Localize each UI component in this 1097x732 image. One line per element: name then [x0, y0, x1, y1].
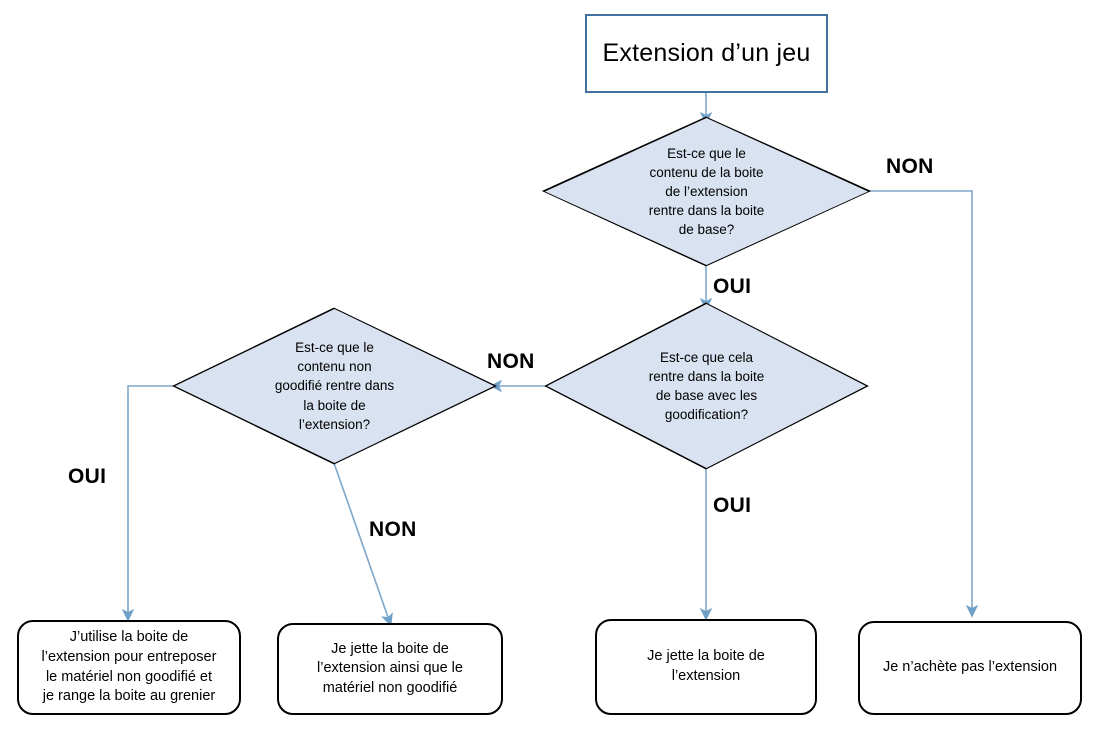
terminal-node-4[interactable]: Je n’achète pas l’extension	[858, 621, 1082, 715]
decision-node-3[interactable]: Est-ce que le contenu non goodifié rentr…	[175, 309, 494, 463]
edge-label-oui-d2-t3: OUI	[713, 494, 752, 517]
edge-label-non-d3-t2: NON	[369, 518, 417, 541]
decision-3-label: Est-ce que le contenu non goodifié rentr…	[274, 340, 395, 432]
terminal-node-1[interactable]: J’utilise la boite de l’extension pour e…	[17, 620, 241, 715]
edge-d1-non-to-t4	[868, 190, 979, 618]
decision-1-label: Est-ce que le contenu de la boite de l’e…	[648, 145, 765, 238]
terminal-2-label: Je jette la boite de l’extension ainsi q…	[317, 640, 463, 696]
terminal-1-label: J’utilise la boite de l’extension pour e…	[41, 629, 217, 705]
terminal-node-2[interactable]: Je jette la boite de l’extension ainsi q…	[277, 623, 503, 715]
terminal-3-label: Je jette la boite de l’extension	[647, 648, 765, 684]
decision-2-label: Est-ce que cela rentre dans la boite de …	[648, 349, 765, 423]
decision-node-1[interactable]: Est-ce que le contenu de la boite de l’e…	[545, 118, 868, 265]
decision-node-2[interactable]: Est-ce que cela rentre dans la boite de …	[547, 304, 866, 468]
start-node-label: Extension d’un jeu	[602, 39, 811, 68]
edge-d3-non-to-t2	[333, 462, 393, 627]
edge-label-oui-d1-d2: OUI	[713, 275, 752, 298]
start-node[interactable]: Extension d’un jeu	[585, 14, 828, 93]
edge-label-oui-d3-t1: OUI	[68, 465, 107, 488]
edge-label-non-right: NON	[886, 155, 934, 178]
terminal-node-3[interactable]: Je jette la boite de l’extension	[595, 619, 817, 715]
edge-d3-oui-to-t1	[121, 385, 178, 622]
terminal-4-label: Je n’achète pas l’extension	[882, 659, 1058, 676]
edge-label-non-d2-d3: NON	[487, 350, 535, 373]
decision-1-outline	[541, 116, 872, 267]
